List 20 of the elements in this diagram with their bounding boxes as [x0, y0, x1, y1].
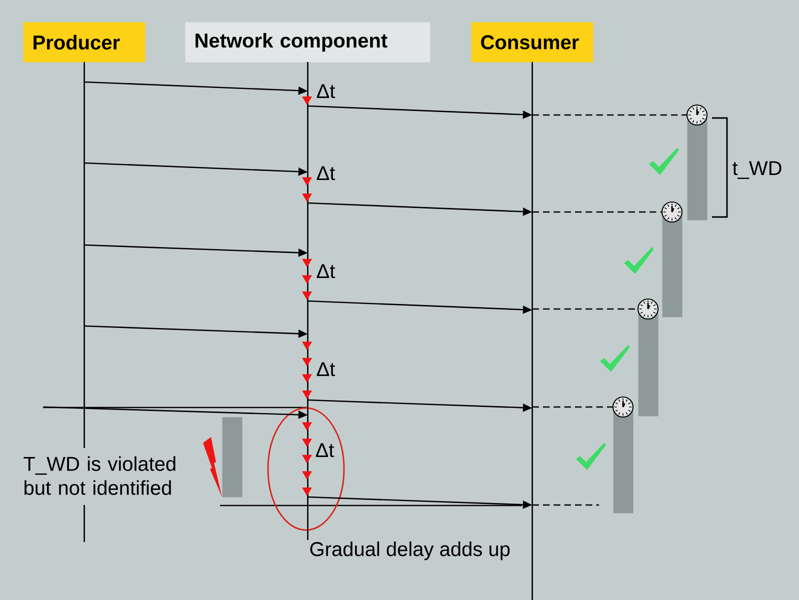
note: T_WD is violated but not identified — [24, 456, 176, 495]
clock-icon — [661, 201, 683, 223]
clock-icon — [686, 104, 708, 126]
dashed-line — [532, 406, 612, 408]
dashed-line — [532, 114, 686, 116]
note: Gradual delay adds up — [310, 542, 510, 560]
clock-icon — [637, 298, 659, 320]
header-box: Producer — [23, 22, 146, 62]
dashed-line — [532, 211, 662, 213]
delay-label: Δt — [316, 443, 334, 458]
header-box: Network component — [185, 22, 430, 62]
clock-icon — [612, 396, 634, 418]
delay-label: Δt — [316, 264, 336, 278]
delay-label: Δt — [316, 84, 336, 98]
dashed-line — [532, 504, 599, 506]
dashed-line — [532, 308, 638, 310]
header-box: Consumer — [471, 22, 594, 62]
delay-label: Δt — [316, 166, 336, 180]
delay-label: Δt — [316, 362, 336, 376]
interval-label: t_WD — [732, 161, 782, 179]
